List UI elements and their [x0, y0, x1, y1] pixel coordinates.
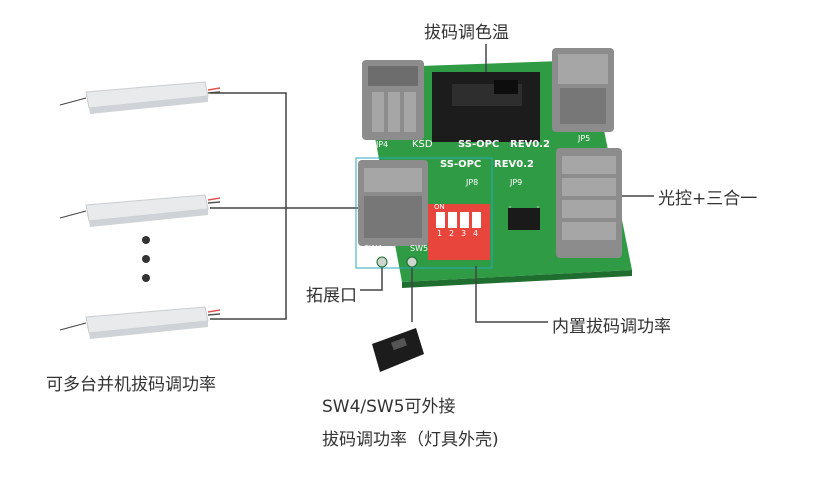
pcb-logo: KSD — [412, 139, 433, 150]
pcb-jp8: JP8 — [466, 178, 479, 187]
driver-bracket — [210, 92, 360, 320]
label-builtin-dip: 内置拔码调功率 — [552, 317, 671, 337]
pcb-rev-2: REV0.2 — [494, 159, 534, 170]
dip-on-label: ON — [434, 203, 445, 211]
label-light-control: 光控+三合一 — [658, 189, 758, 209]
pcb-sw5: SW5 — [410, 244, 429, 253]
driver-module-1 — [59, 81, 221, 114]
external-switch — [372, 328, 424, 372]
pcb-model: SS-OPC — [458, 139, 500, 150]
driver-module-3 — [59, 306, 221, 339]
ellipsis-dot — [142, 274, 150, 282]
label-sw-line1: SW4/SW5可外接 — [322, 397, 456, 417]
pcb-model-2: SS-OPC — [440, 159, 482, 170]
pcb-rev: REV0.2 — [510, 139, 550, 150]
leader-builtin-dip — [475, 266, 548, 323]
dip-3: 3 — [461, 229, 467, 238]
connector-jp5 — [552, 48, 614, 132]
leader-expansion — [360, 268, 383, 291]
color-temp-switch — [432, 72, 540, 142]
sw5-pad — [406, 256, 418, 268]
ellipsis-dot — [142, 236, 150, 244]
label-dip-color-temp: 拔码调色温 — [424, 23, 509, 43]
ellipsis-dot — [142, 255, 150, 263]
ic-chip — [508, 206, 540, 230]
pcb-jp5: JP5 — [578, 134, 591, 143]
sw4-pad — [376, 256, 388, 268]
label-expansion-port: 拓展口 — [306, 286, 357, 306]
pcb-jp4: JP4 — [376, 140, 389, 149]
dip-switch — [428, 204, 490, 260]
pcb-jp9: JP9 — [510, 178, 523, 187]
connector-left — [355, 157, 493, 269]
label-sw-line2: 拔码调功率（灯具外壳) — [322, 430, 499, 450]
driver-module-2 — [59, 194, 221, 227]
pcb-sw4: SW4 — [364, 244, 383, 253]
label-multi-parallel: 可多台并机拔码调功率 — [46, 375, 216, 395]
dip-1: 1 — [437, 229, 443, 238]
dip-4: 4 — [473, 229, 479, 238]
connector-jp4 — [362, 60, 424, 140]
connector-right — [556, 148, 622, 258]
dip-2: 2 — [449, 229, 455, 238]
